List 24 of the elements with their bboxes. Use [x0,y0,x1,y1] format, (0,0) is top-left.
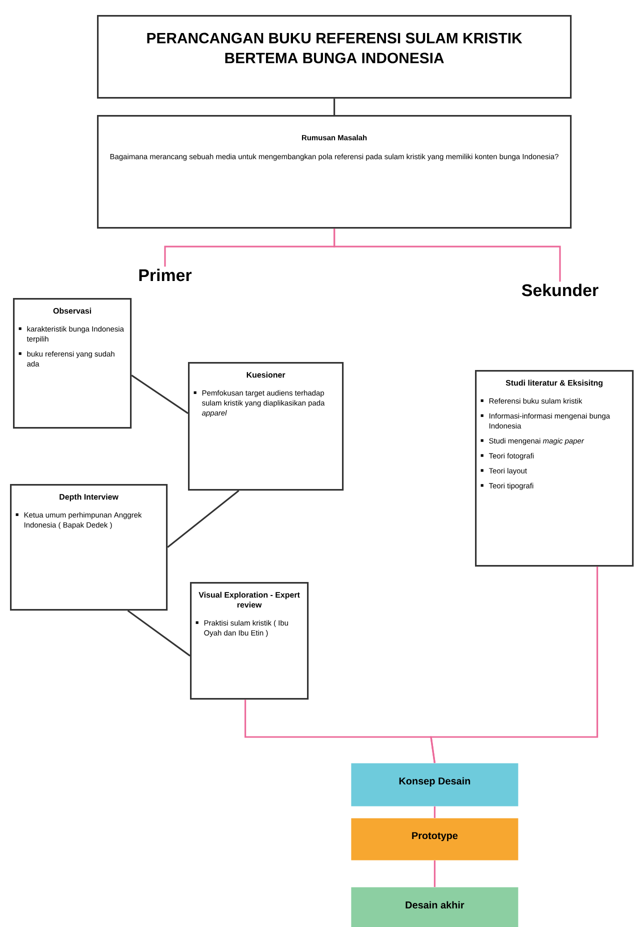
connector-line [334,98,336,115]
connector-line [131,374,188,414]
connector-line [334,228,561,282]
section-label: Primer [139,268,192,282]
title-text: PERANCANGAN BUKU REFERENSI SULAM KRISTIK BERTEMA BUNGA INDONESIA [147,32,522,64]
info-box [190,582,309,700]
title-box [97,15,572,99]
section-label: Sekunder [522,284,598,296]
info-box [97,115,572,229]
connector-line [434,860,436,887]
process-box [351,763,518,806]
step-label: Konsep Desain [399,777,470,786]
info-box [188,362,344,491]
connector-line [434,806,436,818]
step-label: Prototype [412,832,458,842]
info-box [10,484,168,611]
step-label: Desain akhir [406,901,464,909]
process-box [351,818,518,860]
process-box [351,887,518,927]
info-box [13,298,132,429]
connector-line [127,610,190,656]
connector-line [167,490,240,548]
connector-line [430,566,598,764]
info-box [475,370,634,567]
